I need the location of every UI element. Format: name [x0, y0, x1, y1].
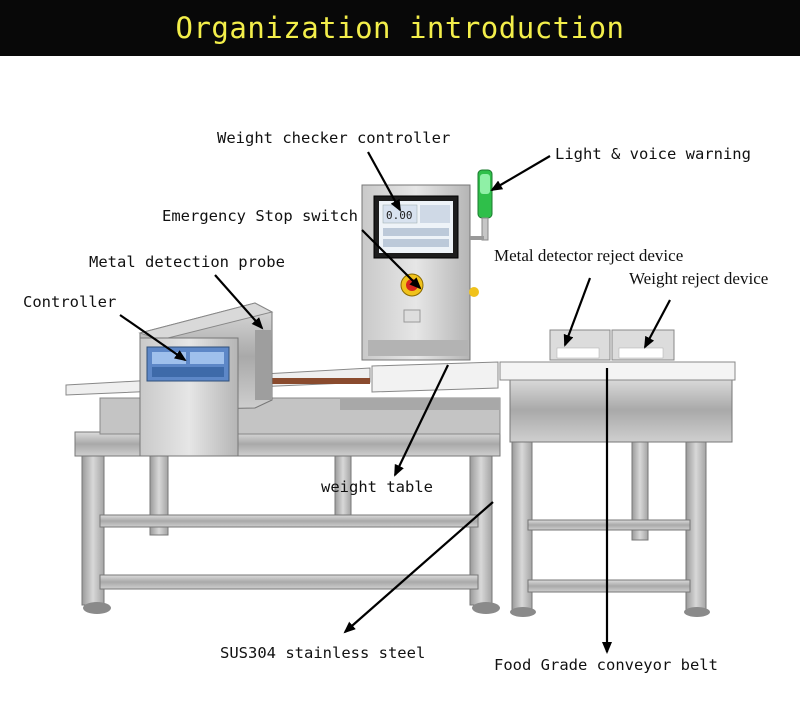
screen-readout: 0.00: [386, 209, 413, 222]
label-metal-detector-reject-device: Metal detector reject device: [494, 246, 684, 265]
machine-illustration: 0.00: [65, 151, 736, 654]
controller-unit: [139, 337, 239, 457]
label-controller: Controller: [23, 293, 117, 311]
right-frame: [499, 329, 736, 617]
label-sus304-stainless-steel: SUS304 stainless steel: [220, 644, 426, 662]
weight-checker-tower: 0.00: [361, 184, 479, 361]
label-weight-checker-controller: Weight checker controller: [217, 129, 451, 147]
label-emergency-stop-switch: Emergency Stop switch: [162, 207, 358, 225]
label-weight-table: weight table: [321, 478, 433, 496]
page-banner: Organization introduction: [0, 0, 800, 56]
weight-table: [340, 361, 500, 410]
label-weight-reject-device: Weight reject device: [629, 269, 769, 288]
label-metal-detection-probe: Metal detection probe: [89, 253, 285, 271]
label-light-voice-warning: Light & voice warning: [555, 145, 751, 163]
banner-title: Organization introduction: [175, 11, 625, 45]
callout-arrows: [119, 151, 671, 654]
warning-light: [470, 169, 493, 241]
label-food-grade-conveyor-belt: Food Grade conveyor belt: [494, 656, 718, 674]
